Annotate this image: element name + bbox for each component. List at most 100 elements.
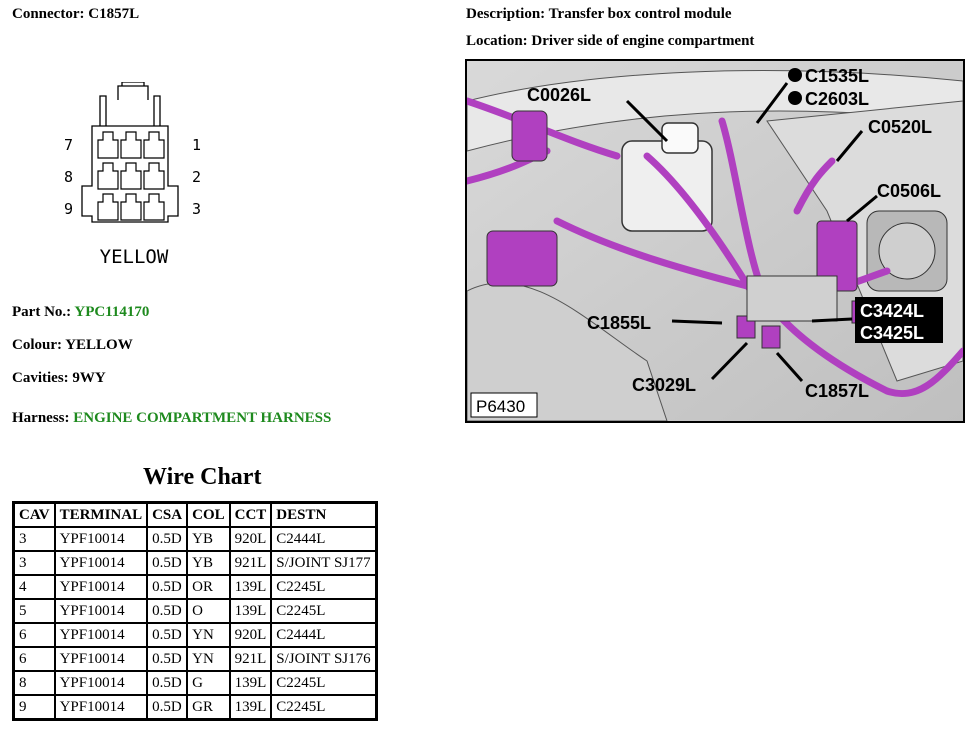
table-cell-cav: 6: [12, 646, 56, 672]
table-cell-terminal: YPF10014: [53, 574, 149, 600]
table-cell-csa: 0.5D: [146, 526, 189, 552]
connector-cavity: [97, 131, 119, 159]
harness-value: ENGINE COMPARTMENT HARNESS: [73, 410, 332, 426]
pin-number-9: 9: [64, 200, 73, 218]
table-cell-terminal: YPF10014: [53, 598, 149, 624]
location-label: Location: Driver side of engine compartm…: [466, 33, 755, 49]
column-header-col: COL: [186, 501, 231, 528]
pin-number-1: 1: [192, 136, 201, 154]
pin-number-8: 8: [64, 168, 73, 186]
pin-number-7: 7: [64, 136, 73, 154]
table-cell-cav: 8: [12, 670, 56, 696]
callout-C0026L: C0026L: [527, 85, 591, 105]
column-header-destn: DESTN: [270, 501, 378, 528]
connector-cavity: [143, 193, 165, 221]
connector-colour-caption: YELLOW: [100, 246, 169, 268]
connector-cavity: [120, 193, 142, 221]
table-cell-csa: 0.5D: [146, 694, 189, 721]
connector-face-diagram: 7 8 9 1 2 3 YELLOW: [64, 82, 201, 268]
table-cell-csa: 0.5D: [146, 646, 189, 672]
table-cell-col: YB: [186, 526, 231, 552]
table-cell-destn: C2245L: [270, 574, 378, 600]
table-cell-destn: S/JOINT SJ176: [270, 646, 378, 672]
table-cell-col: YB: [186, 550, 231, 576]
column-header-cct: CCT: [228, 501, 273, 528]
table-cell-csa: 0.5D: [146, 574, 189, 600]
description-label: Description: Transfer box control module: [466, 6, 732, 22]
part-number-value: YPC114170: [74, 304, 150, 320]
colour-value: YELLOW: [65, 337, 133, 353]
connector-cavity: [143, 131, 165, 159]
table-cell-col: YN: [186, 646, 231, 672]
wire-chart-title: Wire Chart: [143, 464, 262, 490]
table-cell-col: GR: [186, 694, 231, 721]
table-cell-destn: C2444L: [270, 526, 378, 552]
table-cell-terminal: YPF10014: [53, 550, 149, 576]
table-cell-csa: 0.5D: [146, 622, 189, 648]
callout-C1855L: C1855L: [587, 313, 651, 333]
callout-C2603L: C2603L: [805, 89, 869, 109]
column-header-terminal: TERMINAL: [53, 501, 149, 528]
table-cell-cav: 6: [12, 622, 56, 648]
table-cell-csa: 0.5D: [146, 598, 189, 624]
connector-label: Connector: C1857L: [12, 6, 140, 22]
photo-reference-number: P6430: [476, 397, 525, 416]
table-cell-cct: 920L: [228, 526, 273, 552]
table-cell-destn: S/JOINT SJ177: [270, 550, 378, 576]
callout-C0506L: C0506L: [877, 181, 941, 201]
table-cell-col: G: [186, 670, 231, 696]
table-cell-cct: 139L: [228, 574, 273, 600]
table-cell-terminal: YPF10014: [53, 646, 149, 672]
connector-cavity: [97, 193, 119, 221]
table-cell-destn: C2245L: [270, 598, 378, 624]
cavities-label: Cavities: 9WY: [12, 370, 106, 386]
table-cell-cct: 139L: [228, 694, 273, 721]
table-cell-terminal: YPF10014: [53, 526, 149, 552]
table-cell-cav: 5: [12, 598, 56, 624]
table-cell-cct: 139L: [228, 598, 273, 624]
callout-C1857L: C1857L: [805, 381, 869, 401]
pin-number-2: 2: [192, 168, 201, 186]
table-cell-destn: C2444L: [270, 622, 378, 648]
part-number-label: Part No.: YPC114170: [12, 304, 150, 320]
connector-cavity: [143, 162, 165, 190]
connector-id: C1857L: [88, 6, 140, 22]
callout-C3424L: C3424L: [860, 301, 924, 321]
table-cell-cct: 921L: [228, 646, 273, 672]
table-cell-destn: C2245L: [270, 670, 378, 696]
connector-cavity: [97, 162, 119, 190]
connector-cavity: [120, 162, 142, 190]
table-cell-destn: C2245L: [270, 694, 378, 721]
callout-C3425L: C3425L: [860, 323, 924, 343]
description-value: Transfer box control module: [548, 6, 732, 22]
table-cell-cav: 4: [12, 574, 56, 600]
table-cell-terminal: YPF10014: [53, 694, 149, 721]
colour-label: Colour: YELLOW: [12, 337, 133, 353]
table-cell-cav: 3: [12, 550, 56, 576]
column-header-csa: CSA: [146, 501, 189, 528]
location-value: Driver side of engine compartment: [531, 33, 755, 49]
pin-number-3: 3: [192, 200, 201, 218]
table-cell-col: OR: [186, 574, 231, 600]
table-cell-cct: 921L: [228, 550, 273, 576]
column-header-cav: CAV: [12, 501, 56, 528]
table-cell-terminal: YPF10014: [53, 622, 149, 648]
location-photo: C0026L C1535L C2603L C0520L C0506L C1855…: [465, 59, 965, 423]
table-cell-cav: 9: [12, 694, 56, 721]
table-cell-cav: 3: [12, 526, 56, 552]
table-cell-cct: 139L: [228, 670, 273, 696]
harness-label: Harness: ENGINE COMPARTMENT HARNESS: [12, 410, 332, 426]
callout-C3029L: C3029L: [632, 375, 696, 395]
table-cell-col: YN: [186, 622, 231, 648]
table-cell-csa: 0.5D: [146, 550, 189, 576]
table-cell-terminal: YPF10014: [53, 670, 149, 696]
table-cell-col: O: [186, 598, 231, 624]
